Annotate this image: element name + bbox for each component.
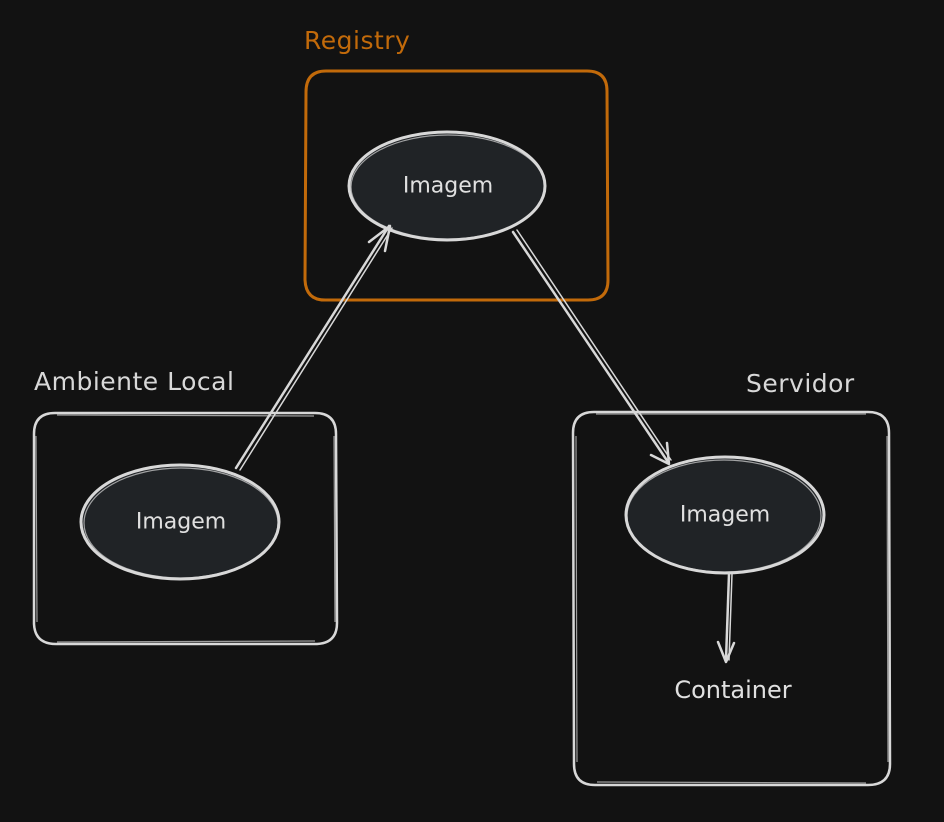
server-image-label: Imagem bbox=[679, 502, 771, 528]
local-image-label: Imagem bbox=[135, 509, 227, 535]
arrow-local-to-registry[interactable] bbox=[234, 224, 393, 471]
arrow-registry-to-server[interactable] bbox=[511, 229, 672, 466]
registry-image-label: Imagem bbox=[402, 173, 494, 199]
local-image-node[interactable] bbox=[79, 463, 281, 581]
server-group-box[interactable] bbox=[571, 410, 892, 787]
server-group-label: Servidor bbox=[746, 369, 855, 398]
registry-image-node[interactable] bbox=[347, 130, 547, 242]
local-group-label: Ambiente Local bbox=[34, 367, 235, 396]
registry-group-label: Registry bbox=[304, 26, 411, 55]
server-image-node[interactable] bbox=[624, 455, 826, 575]
container-label[interactable]: Container bbox=[674, 676, 792, 704]
arrow-image-to-container[interactable] bbox=[716, 572, 736, 664]
registry-group-box[interactable] bbox=[303, 69, 610, 302]
local-group-box[interactable] bbox=[32, 411, 339, 646]
